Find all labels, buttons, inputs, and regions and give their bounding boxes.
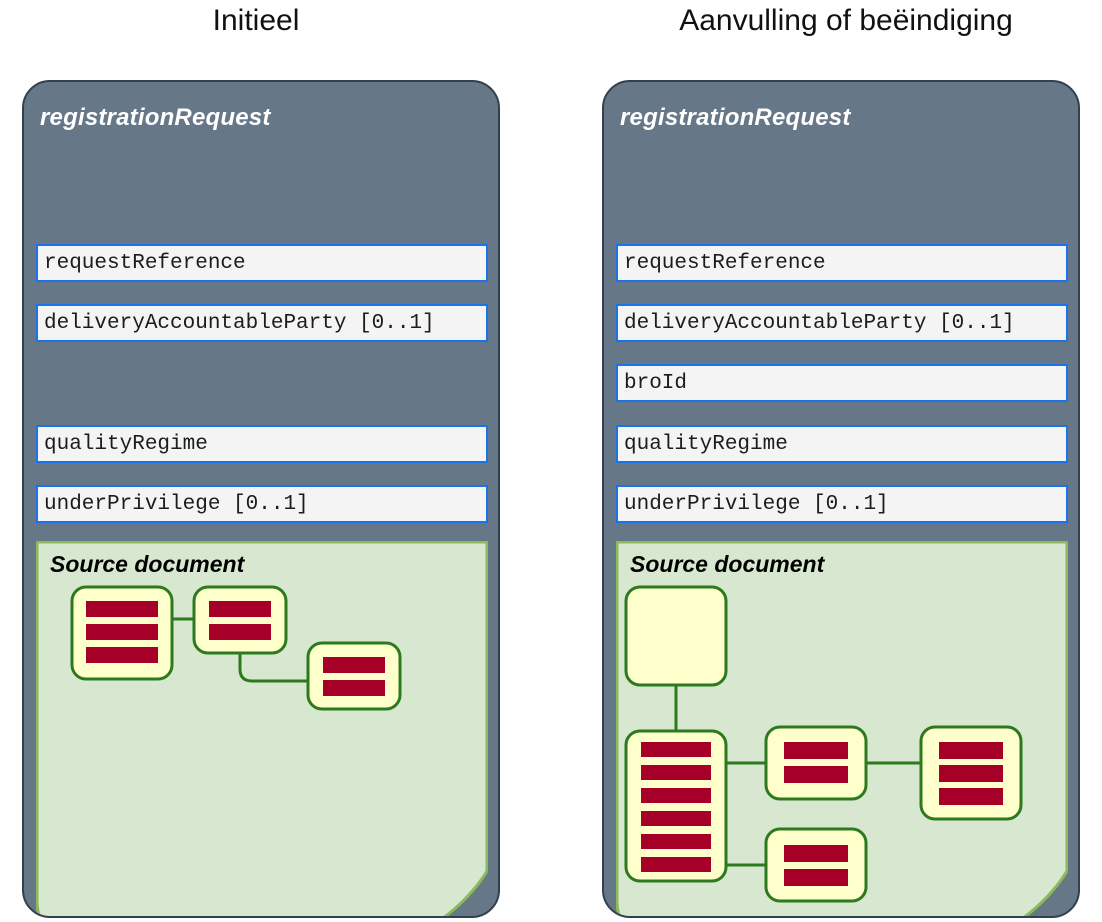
source-document-title-initial: Source document [50,551,245,577]
field-delivery-accountable-party-initial[interactable]: deliveryAccountableParty [0..1] [36,304,488,342]
field-quality-regime-supplement[interactable]: qualityRegime [616,425,1068,463]
source-document-box-initial: Source document [36,541,488,916]
source-document-title-supplement: Source document [630,551,825,577]
field-under-privilege-initial[interactable]: underPrivilege [0..1] [36,485,488,523]
column-title-initial: Initieel [212,4,300,37]
column-title-supplement: Aanvulling of beëindiging [679,4,1013,37]
source-document-shape-initial [36,541,488,916]
field-bro-id-supplement[interactable]: broId [616,364,1068,402]
field-request-reference-initial[interactable]: requestReference [36,244,488,282]
source-document-box-supplement: Source document [616,541,1068,916]
field-under-privilege-supplement[interactable]: underPrivilege [0..1] [616,485,1068,523]
source-document-shape-supplement [616,541,1068,916]
field-request-reference-supplement[interactable]: requestReference [616,244,1068,282]
registration-request-panel-initial: registrationRequest requestReference del… [22,80,500,918]
panel-title-supplement: registrationRequest [620,104,851,131]
field-delivery-accountable-party-supplement[interactable]: deliveryAccountableParty [0..1] [616,304,1068,342]
field-quality-regime-initial[interactable]: qualityRegime [36,425,488,463]
panel-title-initial: registrationRequest [40,104,271,131]
registration-request-panel-supplement: registrationRequest requestReference del… [602,80,1080,918]
